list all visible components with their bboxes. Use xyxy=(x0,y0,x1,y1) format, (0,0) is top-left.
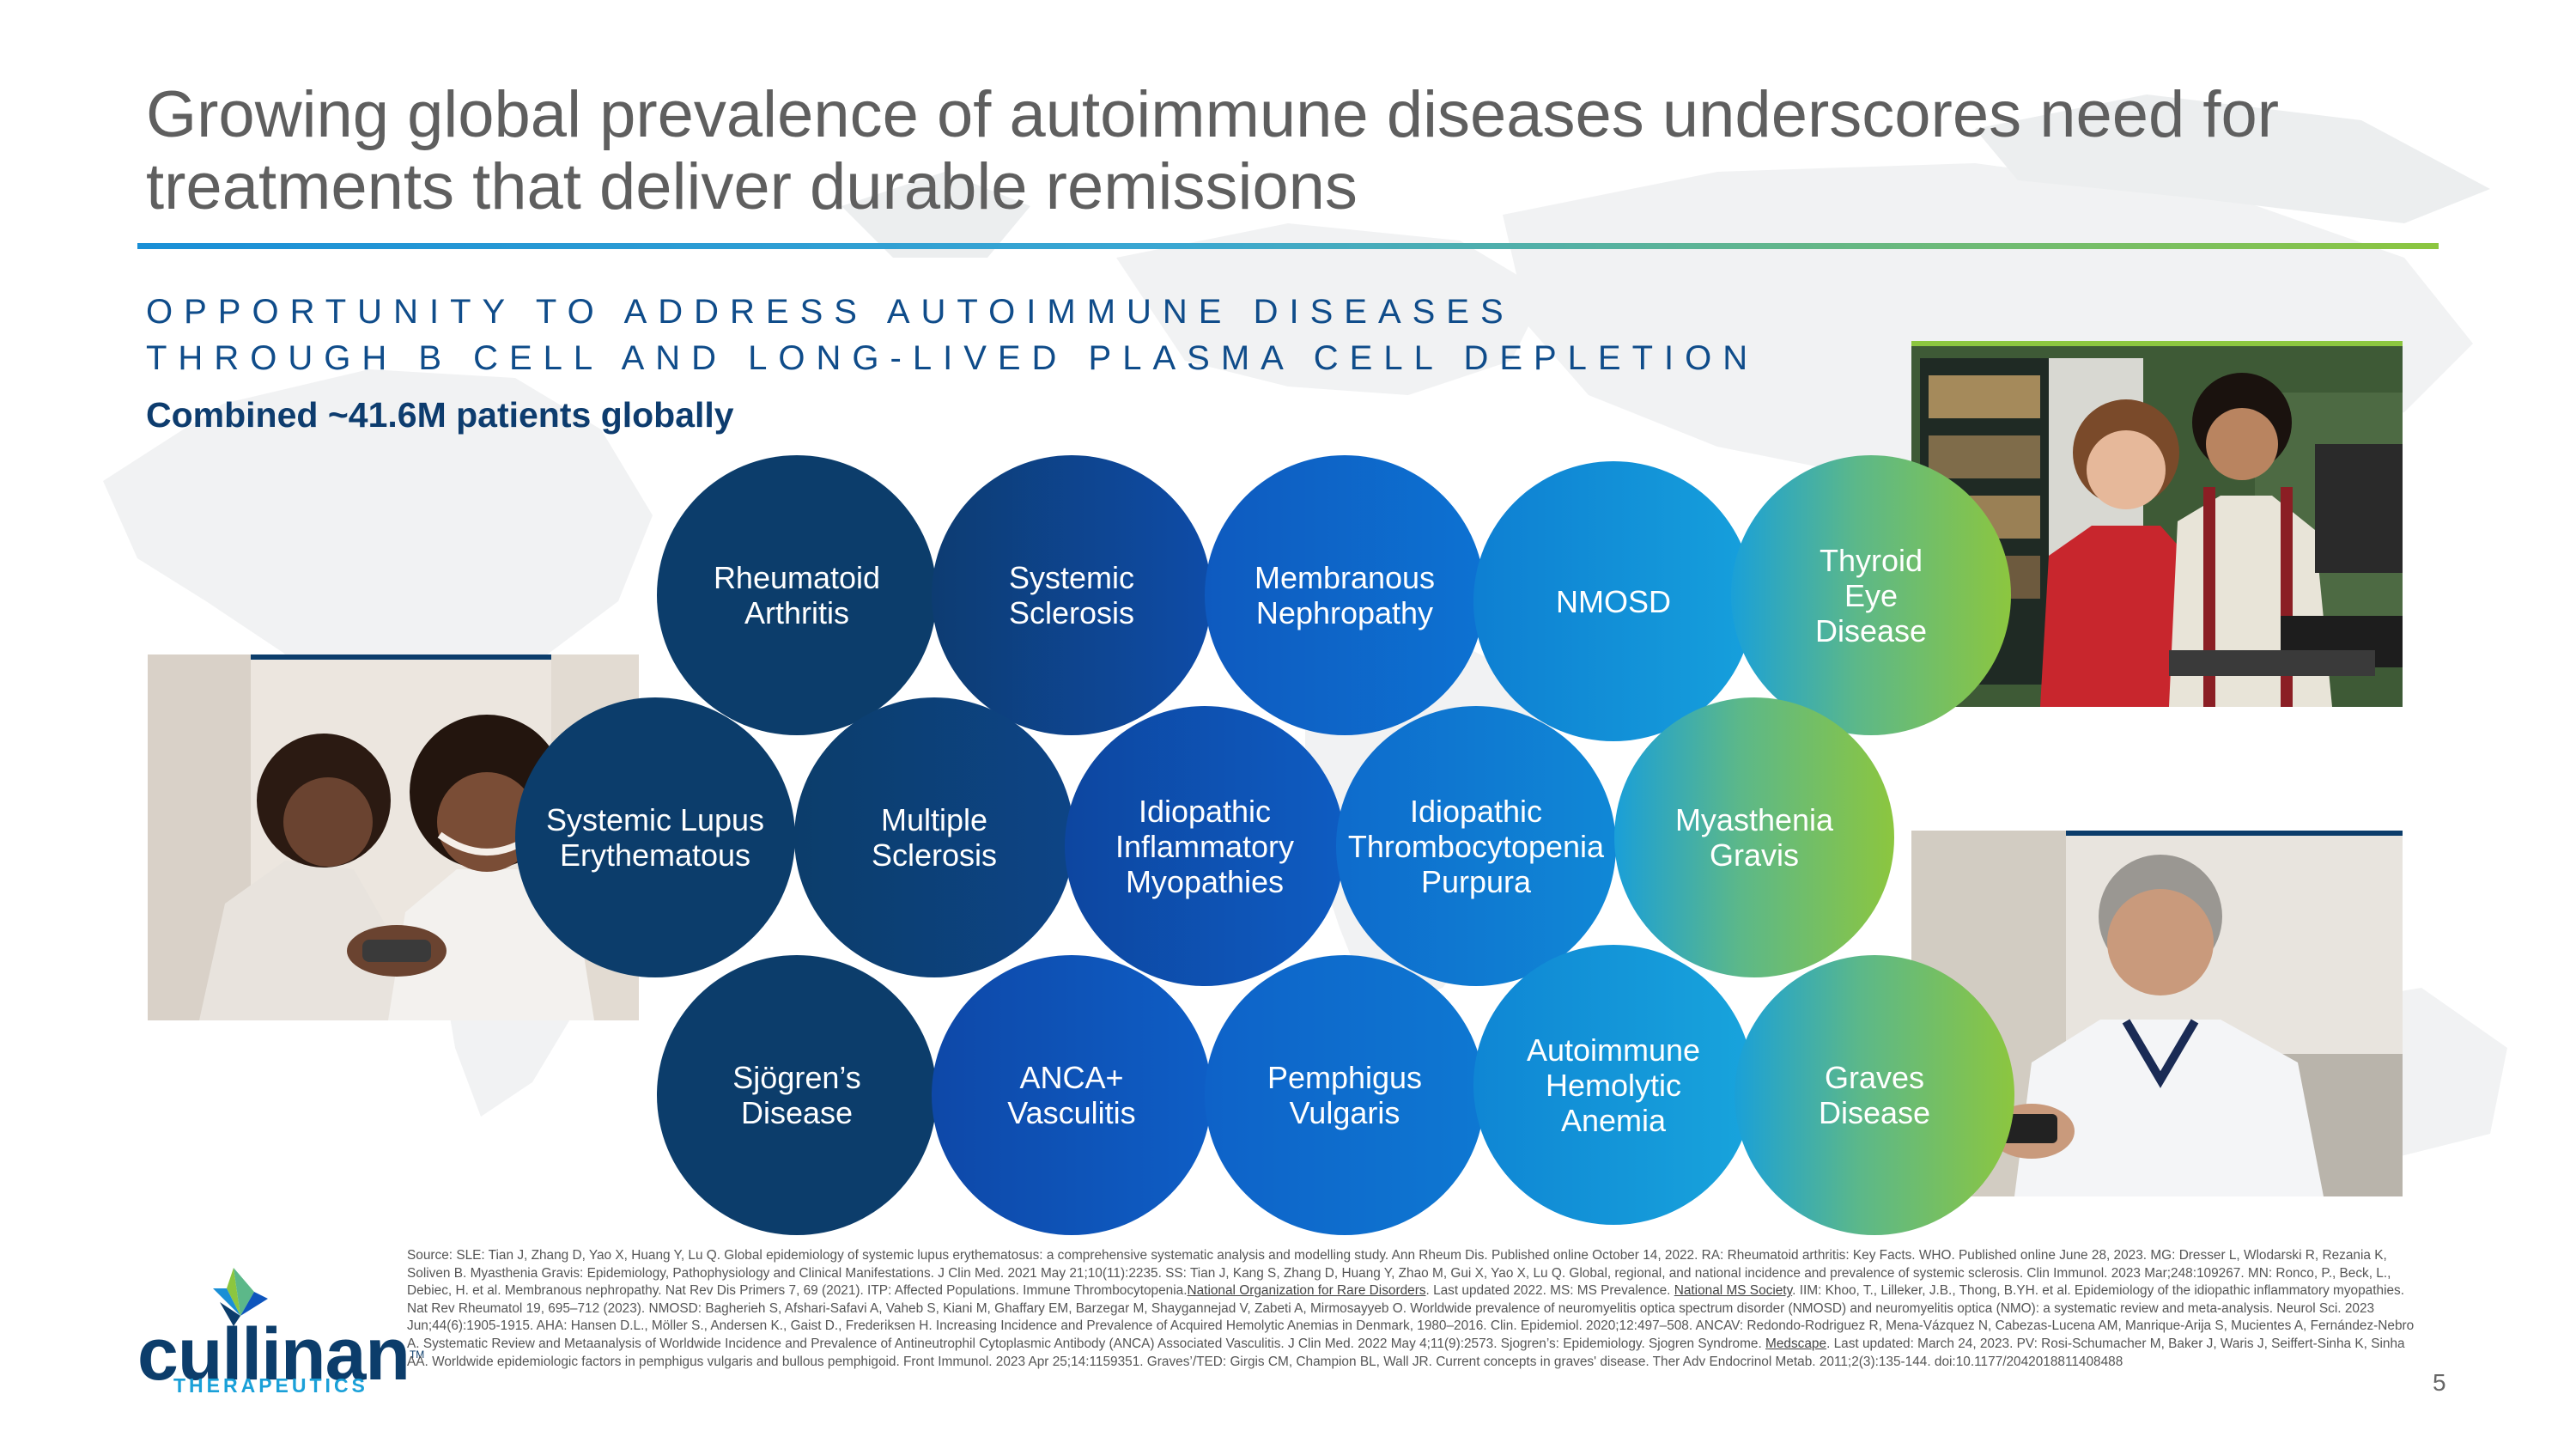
circle-text-line: Autoimmune xyxy=(1526,1032,1701,1068)
circle-text-line: Anemia xyxy=(1560,1102,1667,1138)
circle-text-line: Gravis xyxy=(1709,837,1799,873)
circle-text-line: Rheumatoid xyxy=(713,560,881,595)
circle-text-line: Disease xyxy=(1814,612,1928,648)
title-divider xyxy=(137,243,2439,249)
circle-text-line: Thyroid xyxy=(1819,542,1923,578)
opportunity-heading: OPPORTUNITY TO ADDRESS AUTOIMMUNE DISEAS… xyxy=(146,289,1759,381)
link-medscape[interactable]: Medscape xyxy=(1765,1336,1827,1351)
sources-footnote: Source: SLE: Tian J, Zhang D, Yao X, Hua… xyxy=(407,1247,2416,1371)
circle-text-line: Myasthenia xyxy=(1674,802,1834,837)
circle-text-line: Vulgaris xyxy=(1289,1095,1400,1130)
circle-text-line: Myopathies xyxy=(1125,863,1285,899)
circle-text-line: ANCA+ xyxy=(1019,1060,1124,1095)
photo-women-laughing xyxy=(148,654,639,1020)
circle-text-line: Systemic xyxy=(1008,560,1134,595)
circle-text-line: Sclerosis xyxy=(871,837,998,873)
circle-nmosd: NMOSD xyxy=(1473,461,1753,741)
sources-text: . Last updated 2022. MS: MS Prevalence. xyxy=(1425,1283,1671,1299)
circle-text-line: Sclerosis xyxy=(1008,595,1135,630)
logo-trademark: TM xyxy=(409,1349,425,1361)
link-nord[interactable]: National Organization for Rare Disorders xyxy=(1187,1283,1426,1299)
circle-text-line: Disease xyxy=(1818,1095,1931,1130)
link-national-ms-society[interactable]: National MS Society xyxy=(1674,1283,1793,1299)
sources-text: Source: SLE: Tian J, Zhang D, Yao X, Hua… xyxy=(407,1248,2391,1299)
circle-text-line: Multiple xyxy=(880,802,988,837)
circle-text-line: Purpura xyxy=(1420,863,1532,899)
circle-text-line: Hemolytic xyxy=(1545,1067,1681,1103)
page-number: 5 xyxy=(2433,1369,2446,1396)
circle-text-line: Nephropathy xyxy=(1255,595,1434,630)
circle-text-line: Sjögren’s xyxy=(732,1060,861,1095)
patients-subheading: Combined ~41.6M patients globally xyxy=(146,395,734,435)
cullinan-logo: cullinanTM THERAPEUTICS xyxy=(137,1264,424,1406)
circle-text-line: Graves xyxy=(1824,1060,1925,1095)
logo-tagline: THERAPEUTICS xyxy=(173,1374,368,1397)
circle-text-line: Systemic Lupus xyxy=(545,802,765,837)
circle-text-line: Inflammatory xyxy=(1115,828,1295,864)
logo-wordmark: cullinan xyxy=(137,1313,410,1396)
opportunity-heading-line-2: THROUGH B CELL AND LONG-LIVED PLASMA CEL… xyxy=(146,339,1759,377)
circle-text-line: Thrombocytopenia xyxy=(1347,828,1605,864)
circle-text-line: NMOSD xyxy=(1556,583,1671,619)
circle-text-line: Membranous xyxy=(1254,560,1436,595)
opportunity-heading-line-1: OPPORTUNITY TO ADDRESS AUTOIMMUNE DISEAS… xyxy=(146,293,1515,331)
circle-text-line: Erythematous xyxy=(559,837,751,873)
circle-anca-vasculitis: ANCA+Vasculitis xyxy=(932,955,1212,1235)
circle-text-line: Disease xyxy=(740,1095,854,1130)
sources-text: . Last updated: March 24, 2023. PV: Rosi… xyxy=(407,1336,2405,1369)
circle-text-line: Pemphigus xyxy=(1267,1060,1423,1095)
slide-title: Growing global prevalence of autoimmune … xyxy=(146,78,2280,223)
circle-text-line: Eye xyxy=(1844,577,1899,613)
circle-text-line: Arthritis xyxy=(744,595,849,630)
sources-text: . IIM: Khoo, T., Lilleker, J.B., Thong, … xyxy=(407,1283,2415,1351)
circle-text-line: Idiopathic xyxy=(1409,793,1543,829)
circle-text-line: Idiopathic xyxy=(1138,793,1272,829)
circle-text-line: Vasculitis xyxy=(1007,1095,1136,1130)
